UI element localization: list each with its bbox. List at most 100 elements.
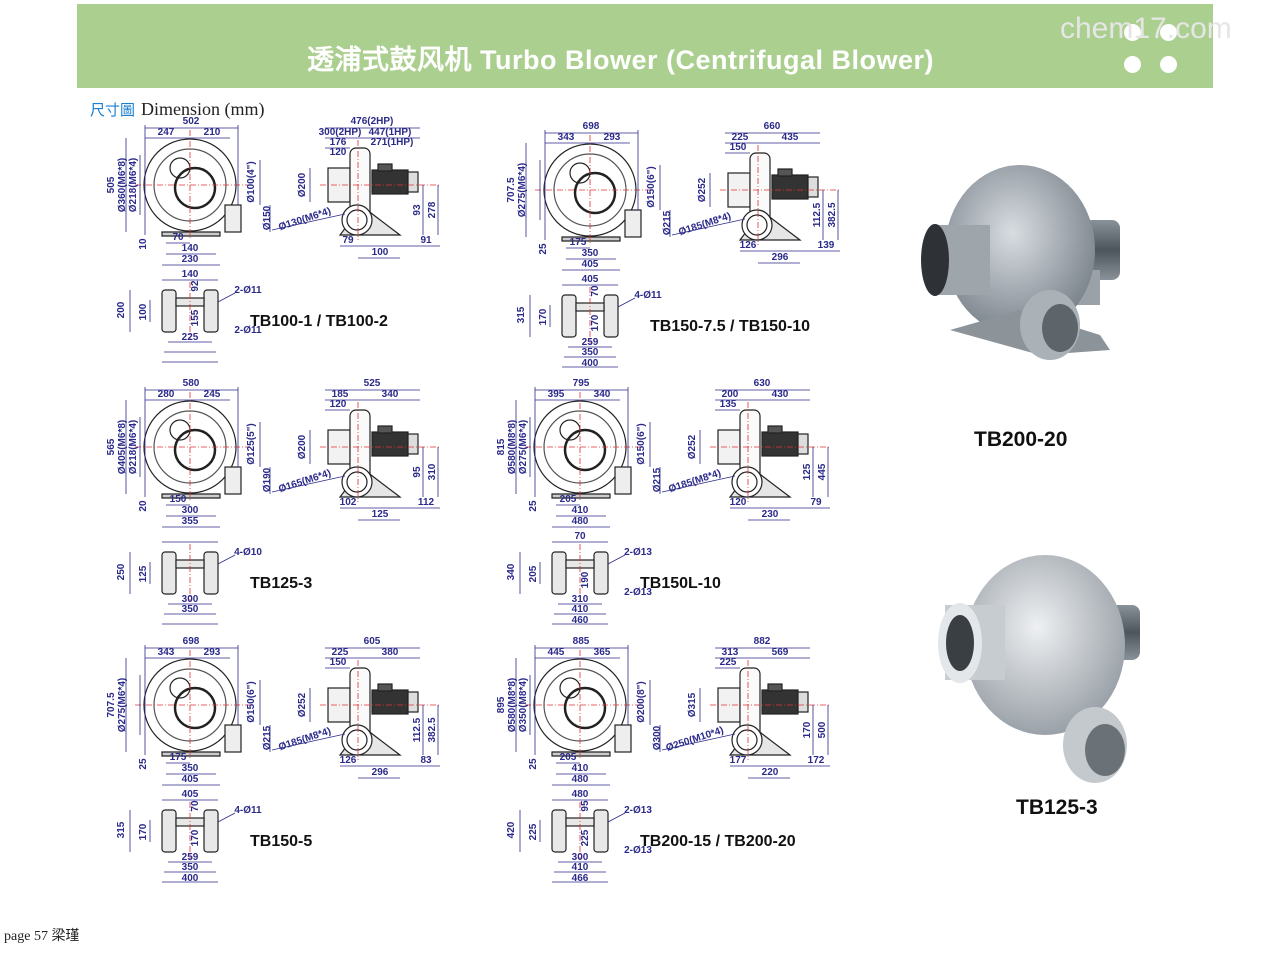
side-bottom-dimension: 91 — [420, 235, 432, 246]
side-bottom-dimension: 100 — [371, 247, 389, 258]
front-bottom-dimension: 480 — [571, 516, 589, 527]
base-bottom-dimension: 259 — [581, 337, 599, 348]
side-view — [717, 409, 809, 498]
base-top-dimension: 480 — [571, 789, 589, 800]
side-centerlines — [320, 660, 440, 760]
front-centerlines — [135, 650, 250, 760]
base-right-dimension: 170 — [590, 314, 601, 332]
side-bottom-dimension: 139 — [817, 240, 835, 251]
base-bottom-dimension: 310 — [571, 594, 589, 605]
front-top-dimension: 245 — [203, 389, 221, 400]
technical-drawing — [125, 125, 440, 363]
model-name: TB100-1 / TB100-2 — [250, 313, 388, 330]
photo-label-tb125-3: TB125-3 — [1016, 796, 1098, 819]
model-name: TB150-5 — [250, 833, 313, 850]
base-left-dimension: 170 — [538, 308, 549, 326]
side-centerlines — [320, 402, 440, 502]
side-top-dimension: 120 — [329, 399, 347, 410]
technical-drawing — [515, 387, 830, 625]
side-top-dimension: 225 — [731, 132, 749, 143]
base-bottom-dimension: 400 — [581, 358, 599, 369]
base-top-dimension: 405 — [181, 789, 199, 800]
side-top-dimension: 569 — [771, 647, 789, 658]
front-top-dimension: 343 — [557, 132, 575, 143]
side-centerlines — [710, 402, 830, 502]
base-top-dimension: 140 — [181, 269, 199, 280]
base-top-dimension: 95 — [580, 800, 591, 812]
base-bottom-dimension: 350 — [581, 347, 599, 358]
technical-drawing — [515, 645, 830, 883]
front-top-dimension: 293 — [203, 647, 221, 658]
side-centerlines — [720, 145, 840, 245]
front-bottom-dimension: 205 — [559, 494, 577, 505]
front-small-dimension: 25 — [538, 243, 549, 255]
base-right-dimension: 190 — [580, 571, 591, 589]
side-left-dimension: Ø252 — [687, 434, 698, 460]
front-small-dimension: 25 — [528, 500, 539, 512]
base-bottom-dimension: 400 — [181, 873, 199, 884]
photo-label-tb200-20: TB200-20 — [974, 428, 1068, 451]
front-bottom-dimension: 350 — [181, 763, 199, 774]
front-left-dimension: 815 — [496, 438, 507, 456]
base-dimension-lines — [129, 799, 236, 883]
page-number: 57 — [33, 929, 48, 944]
side-right-dimension: 125 — [802, 463, 813, 481]
front-view — [533, 658, 632, 757]
front-small-dimension: 25 — [528, 758, 539, 770]
base-top-dimension: 70 — [190, 800, 201, 812]
side-left-dimension: Ø315 — [687, 692, 698, 718]
front-right-dimension: Ø200(8") — [636, 681, 647, 723]
base-left-dimension: 200 — [116, 301, 127, 319]
front-centerlines — [525, 650, 640, 760]
base-bottom-dimension: 350 — [181, 604, 199, 615]
base-right-dimension: 170 — [190, 829, 201, 847]
front-bottom-dimension: 70 — [172, 232, 184, 243]
side-right-dimension: 278 — [427, 201, 438, 219]
side-left-dimension: Ø200 — [297, 434, 308, 460]
front-left-dimension: 505 — [106, 176, 117, 194]
side-left-dimension: Ø252 — [297, 692, 308, 718]
side-dimension-lines — [661, 647, 830, 779]
page-label: page — [4, 929, 31, 944]
side-top-dimension: 630 — [753, 378, 771, 389]
front-top-dimension: 698 — [582, 121, 600, 132]
front-centerlines — [135, 392, 250, 502]
base-dimension-lines — [129, 541, 236, 625]
base-left-dimension: 250 — [116, 563, 127, 581]
base-left-dimension: 420 — [506, 821, 517, 839]
front-view — [533, 400, 632, 499]
side-dimension-lines — [271, 389, 440, 521]
front-top-dimension: 795 — [572, 378, 590, 389]
side-top-dimension: 120 — [329, 147, 347, 158]
side-view — [327, 667, 419, 756]
side-bottom-dimension: 125 — [371, 509, 389, 520]
side-right-dimension: 112.5 — [412, 717, 423, 743]
side-bottom-dimension: 79 — [810, 497, 822, 508]
front-left-dimension: Ø218(M6*4) — [128, 157, 139, 213]
side-top-dimension: 660 — [763, 121, 781, 132]
side-top-dimension: 476(2HP) — [350, 116, 394, 127]
base-top-dimension: 70 — [574, 531, 586, 542]
front-top-dimension: 293 — [603, 132, 621, 143]
side-top-dimension: 185 — [331, 389, 349, 400]
front-top-dimension: 698 — [182, 636, 200, 647]
front-right-dimension: Ø150(6") — [646, 166, 657, 208]
front-right-dimension: Ø125(5") — [246, 423, 257, 465]
front-left-dimension: Ø350(M8*4) — [518, 677, 529, 733]
base-hole-dimension: 4-Ø11 — [234, 805, 262, 816]
front-top-dimension: 502 — [182, 116, 200, 127]
section-label-en: Dimension (mm) — [141, 99, 265, 119]
front-bottom-dimension: 480 — [571, 774, 589, 785]
side-bottom-dimension: 177 — [729, 755, 747, 766]
front-bottom-dimension: 405 — [581, 259, 599, 270]
base-dimension-lines — [519, 541, 626, 625]
side-top-dimension: 340 — [381, 389, 399, 400]
model-name: TB150-7.5 / TB150-10 — [650, 318, 811, 335]
base-hole-dimension: 4-Ø11 — [634, 290, 662, 301]
header-banner: 透浦式鼓风机 Turbo Blower (Centrifugal Blower) — [77, 4, 1213, 88]
base-right-dimension: 155 — [190, 309, 201, 327]
front-bottom-dimension: 355 — [181, 516, 199, 527]
base-dimension-lines — [129, 279, 236, 363]
front-dimension-lines — [125, 125, 271, 266]
